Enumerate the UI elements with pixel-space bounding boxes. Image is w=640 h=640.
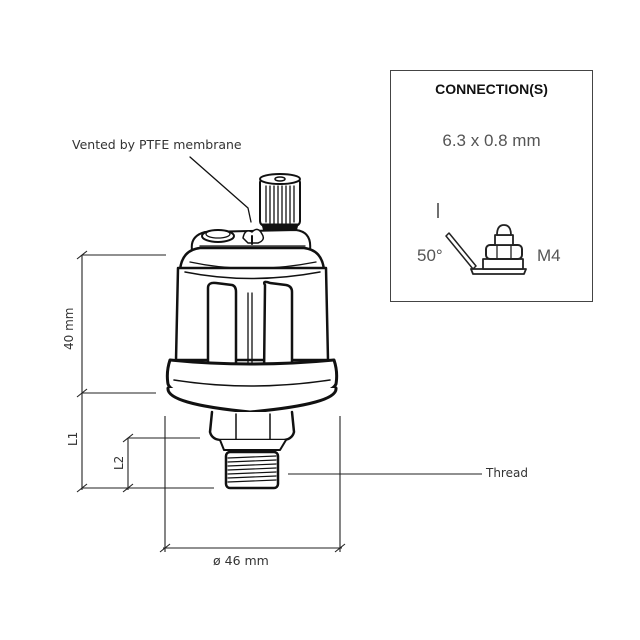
connection-thread: M4 [537, 246, 561, 265]
terminal-cap [259, 173, 301, 233]
diameter-label: ø 46 mm [213, 553, 269, 568]
connection-box: CONNECTION(S) 6.3 x 0.8 mm 50° M4 [390, 70, 593, 302]
l2-label: L2 [112, 455, 126, 470]
connection-size: 6.3 x 0.8 mm [442, 131, 541, 150]
vent-annotation: Vented by PTFE membrane [72, 137, 242, 152]
height-label: 40 mm [62, 307, 76, 350]
connection-angle: 50° [417, 246, 443, 265]
connection-title: CONNECTION(S) [435, 81, 548, 97]
thread-annotation: Thread [486, 466, 528, 480]
terminal-icon [437, 203, 527, 275]
l1-label: L1 [66, 431, 80, 446]
